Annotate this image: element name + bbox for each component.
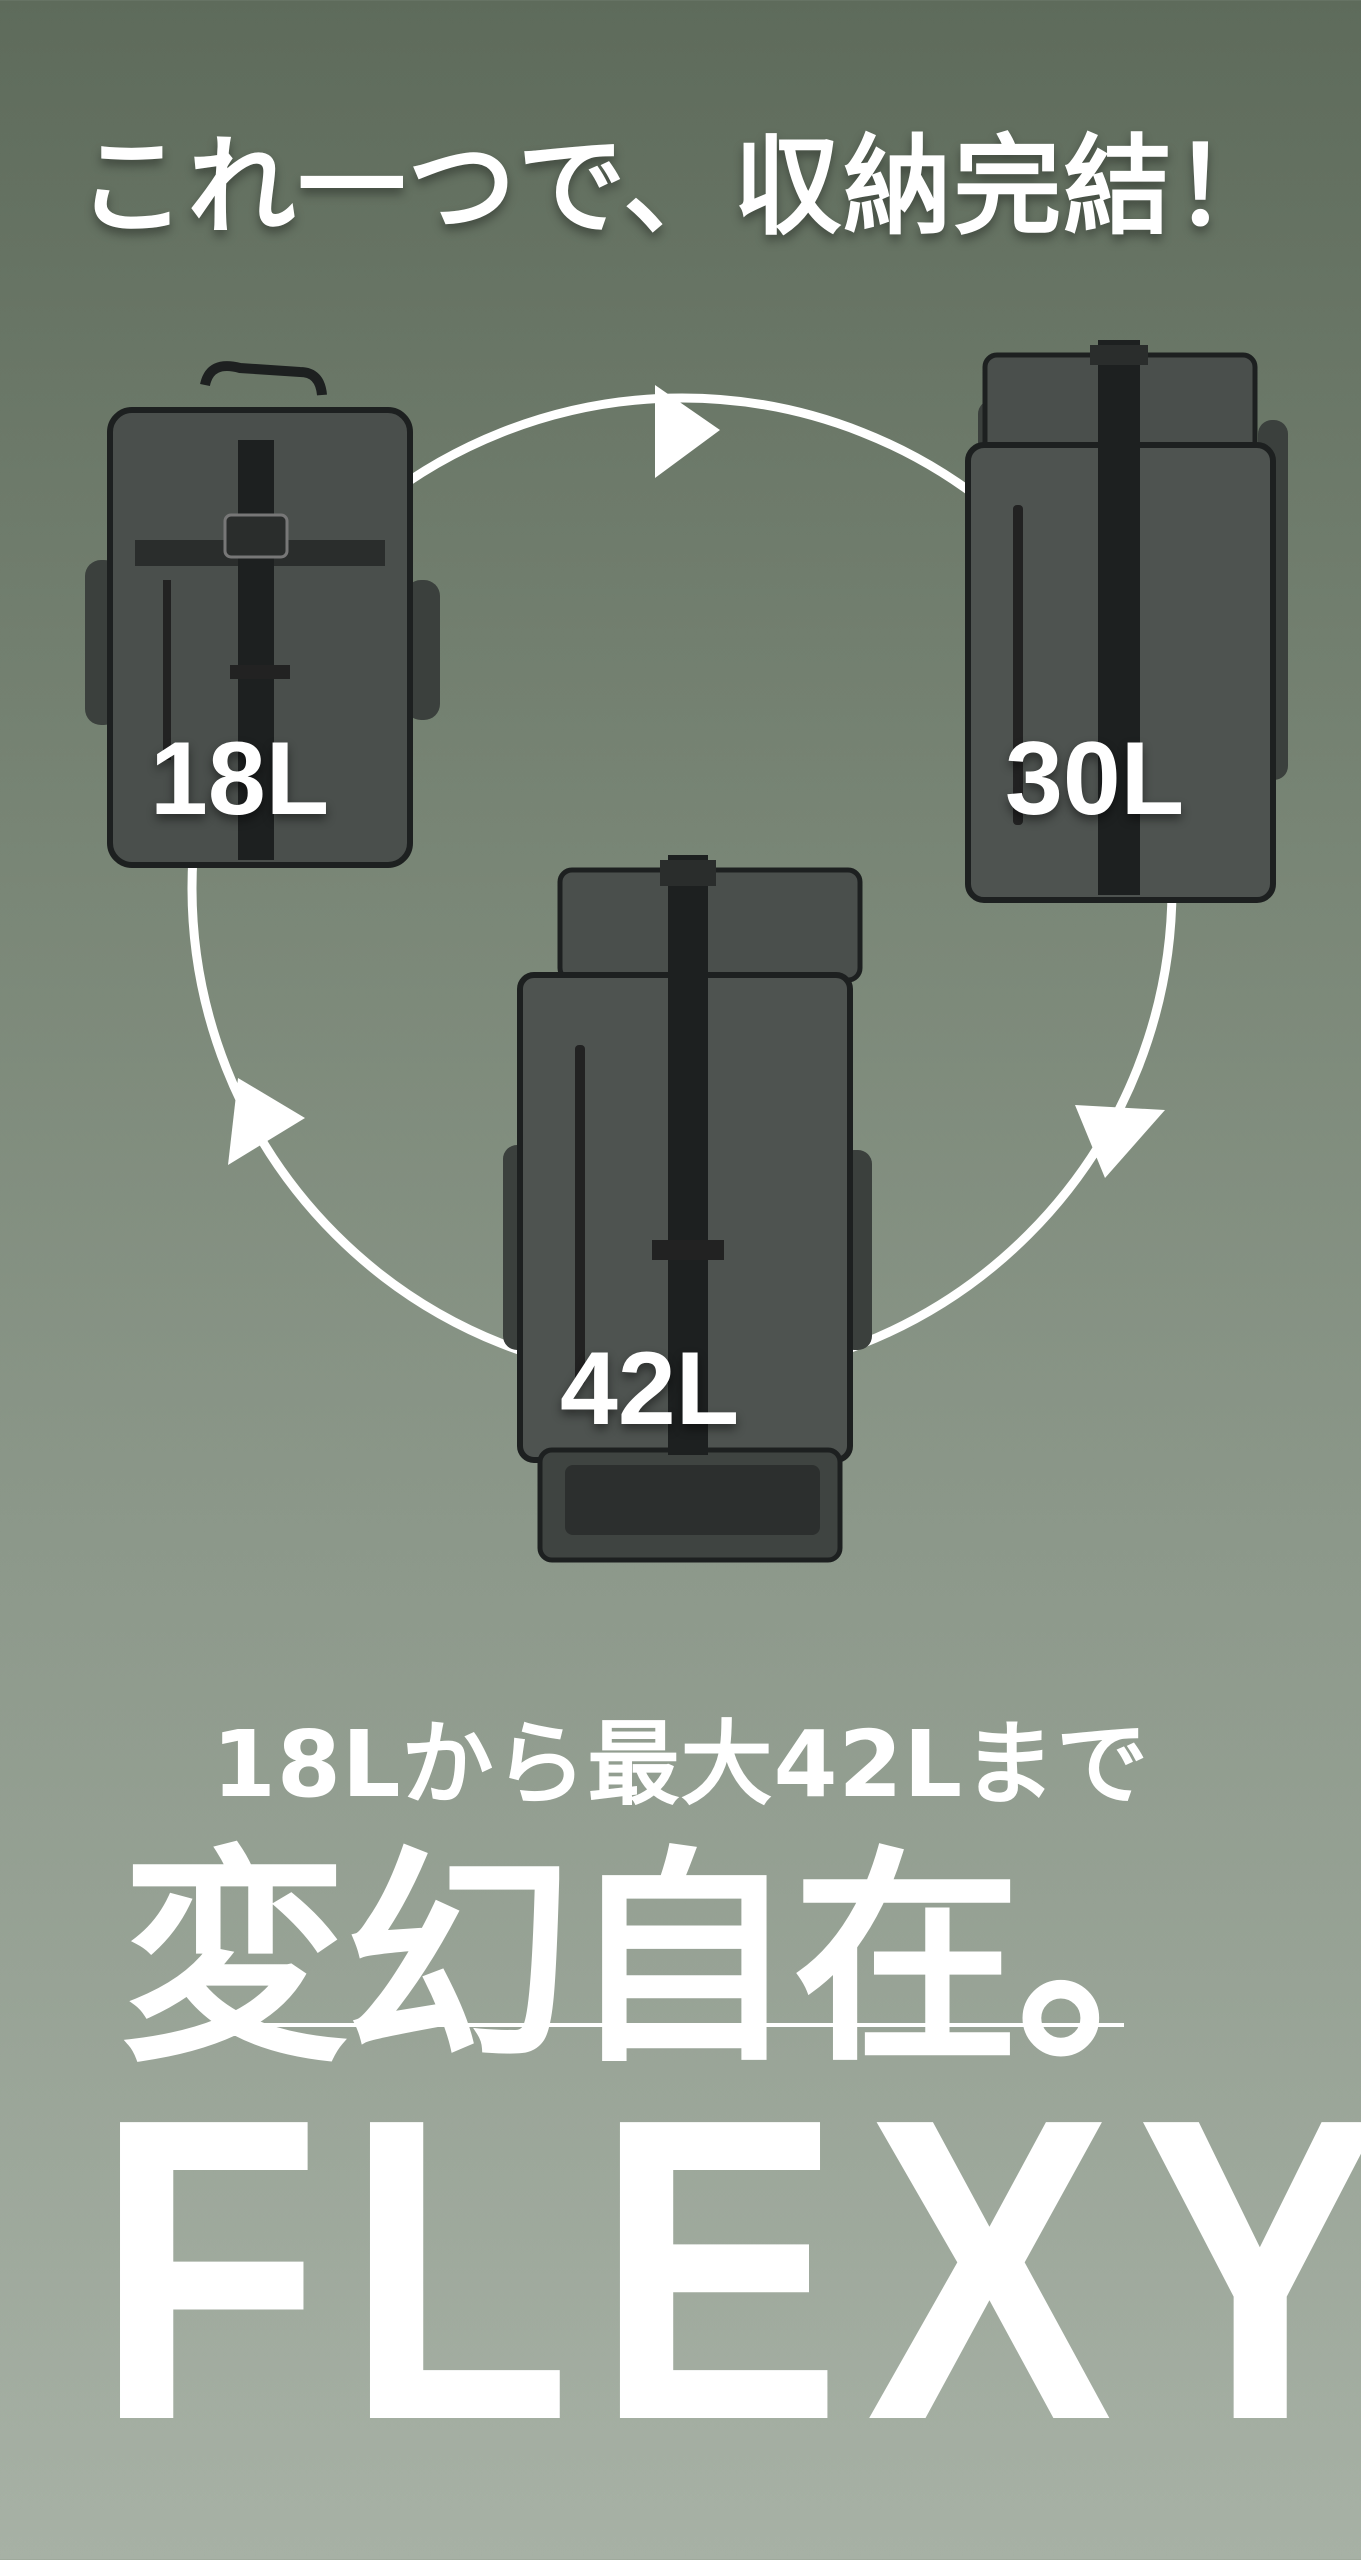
bag-18l-label: 18L [150,721,330,837]
bag-42l-image [503,855,872,1563]
bag-18l-image [85,361,440,868]
bag-30l-image [965,340,1288,903]
headline: これ一つで、収納完結！ [77,125,1284,250]
arrow-right-icon [1075,1105,1165,1178]
bag-42l-label: 42L [560,1331,740,1447]
brand-logo-text: FLEXY [95,2030,1361,2510]
subheading: 18Lから最大42Lまで [211,1711,1150,1818]
bag-cycle-illustration [85,340,1288,1563]
bag-30l-label: 30L [1005,721,1185,837]
main-title: 変幻自在。 [120,1827,1245,2093]
arrow-left-icon [228,1078,305,1165]
divider [258,2023,1124,2027]
arrow-top-icon [655,385,720,478]
